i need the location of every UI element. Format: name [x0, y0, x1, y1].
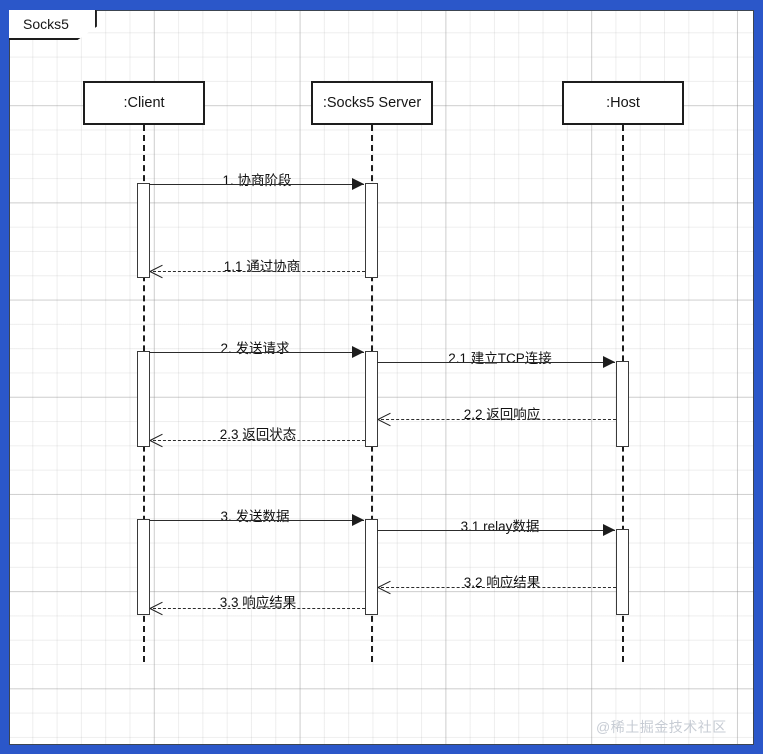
activation-server-3	[365, 519, 378, 615]
message-line-2-2	[381, 419, 616, 420]
message-label-1-1: 1.1 通过协商	[223, 259, 301, 274]
activation-server-1	[365, 183, 378, 278]
message-arrowhead-3-3	[150, 602, 163, 615]
message-line-2-1	[377, 362, 615, 363]
message-label-2-3: 2.3 返回状态	[219, 427, 297, 442]
participant-client-label: :Client	[123, 95, 165, 111]
message-arrowhead-3-2	[378, 581, 391, 594]
message-label-3-1: 3.1 relay数据	[460, 519, 540, 534]
message-label-2-1: 2.1 建立TCP连接	[448, 351, 552, 366]
message-line-3-2	[381, 587, 616, 588]
message-label-1: 1. 协商阶段	[222, 173, 292, 188]
message-label-3: 3. 发送数据	[220, 509, 290, 524]
activation-client-3	[137, 519, 150, 615]
activation-host-2	[616, 361, 629, 447]
diagram-canvas: Socks5 :Client :Socks5 Server :Host 1. 协…	[9, 10, 754, 745]
message-label-3-3: 3.3 响应结果	[219, 595, 297, 610]
message-line-1-1	[153, 271, 365, 272]
message-arrowhead-2-3	[150, 434, 163, 447]
activation-client-1	[137, 183, 150, 278]
message-line-1	[149, 184, 364, 185]
participant-host-label: :Host	[606, 95, 640, 111]
message-arrowhead-1	[352, 178, 364, 190]
message-line-3-1	[377, 530, 615, 531]
message-arrowhead-3-1	[603, 524, 615, 536]
activation-client-2	[137, 351, 150, 447]
frame-label: Socks5	[9, 10, 97, 40]
message-label-2: 2. 发送请求	[220, 341, 290, 356]
message-arrowhead-2-2	[378, 413, 391, 426]
participant-host[interactable]: :Host	[562, 81, 684, 125]
message-arrowhead-2-1	[603, 356, 615, 368]
watermark: @稀土掘金技术社区	[596, 719, 727, 735]
participant-client[interactable]: :Client	[83, 81, 205, 125]
participant-socks5-server-label: :Socks5 Server	[322, 95, 422, 111]
message-arrowhead-2	[352, 346, 364, 358]
message-arrowhead-3	[352, 514, 364, 526]
activation-server-2	[365, 351, 378, 447]
message-line-2	[149, 352, 364, 353]
participant-socks5-server[interactable]: :Socks5 Server	[311, 81, 433, 125]
message-label-2-2: 2.2 返回响应	[463, 407, 541, 422]
message-line-2-3	[153, 440, 365, 441]
activation-host-3	[616, 529, 629, 615]
frame-label-text: Socks5	[23, 16, 69, 32]
message-label-3-2: 3.2 响应结果	[463, 575, 541, 590]
message-arrowhead-1-1	[150, 265, 163, 278]
message-line-3	[149, 520, 364, 521]
message-line-3-3	[153, 608, 365, 609]
